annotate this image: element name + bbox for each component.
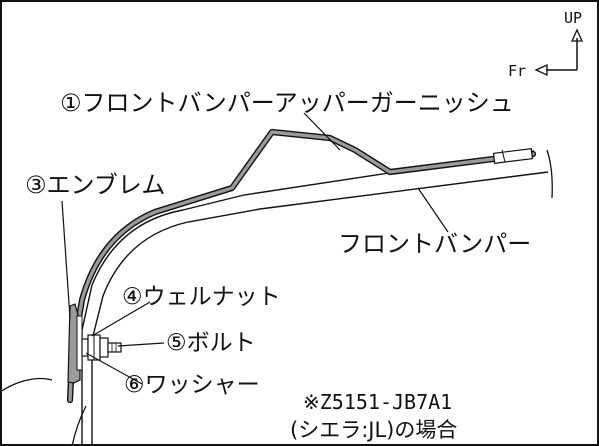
bolt-shank-part [107,342,122,353]
bottom-curve-left [0,377,53,393]
label-upper-garnish: ①フロントバンパーアッパーガーニッシュ [60,89,514,117]
front-bumper-outline [81,150,549,446]
label-washer: ⑥ワッシャー [124,372,260,398]
leader-bolt [117,342,165,347]
emblem-mount-plate [76,315,83,371]
label-bolt: ⑤ボルト [166,330,256,356]
upper-garnish [66,128,537,404]
leader-bumper [417,187,449,233]
front-arrow-head-icon [534,63,548,77]
bottom-curve-right [71,405,87,446]
leader-weld-nut [91,301,151,337]
label-weld-nut: ④ウェルナット [122,284,281,310]
up-arrow-head-icon [570,28,584,42]
note-model-code: ※Z5151-JB7A1 [303,390,452,414]
bolt-head-part [99,337,109,358]
leader-washer [85,352,143,385]
leader-lines [61,112,449,385]
direction-compass: UP Fr [508,9,584,80]
label-emblem: ③エンブレム [25,171,165,199]
front-label: Fr [508,62,526,80]
garnish-profile-fill [68,130,535,402]
label-front-bumper: フロントバンパー [338,230,531,258]
leader-emblem [61,200,71,319]
section-break-right [546,149,553,199]
emblem-fastener-assembly [67,303,122,384]
bumper-outer-line [81,150,535,446]
up-label: UP [564,9,582,27]
garnish-rear-clip [492,148,534,164]
garnish-rear-clip-divider [501,149,506,163]
bumper-inner-line [91,171,549,446]
note-condition: (シエラ:JL)の場合 [290,418,457,442]
leader-garnish [303,112,341,151]
